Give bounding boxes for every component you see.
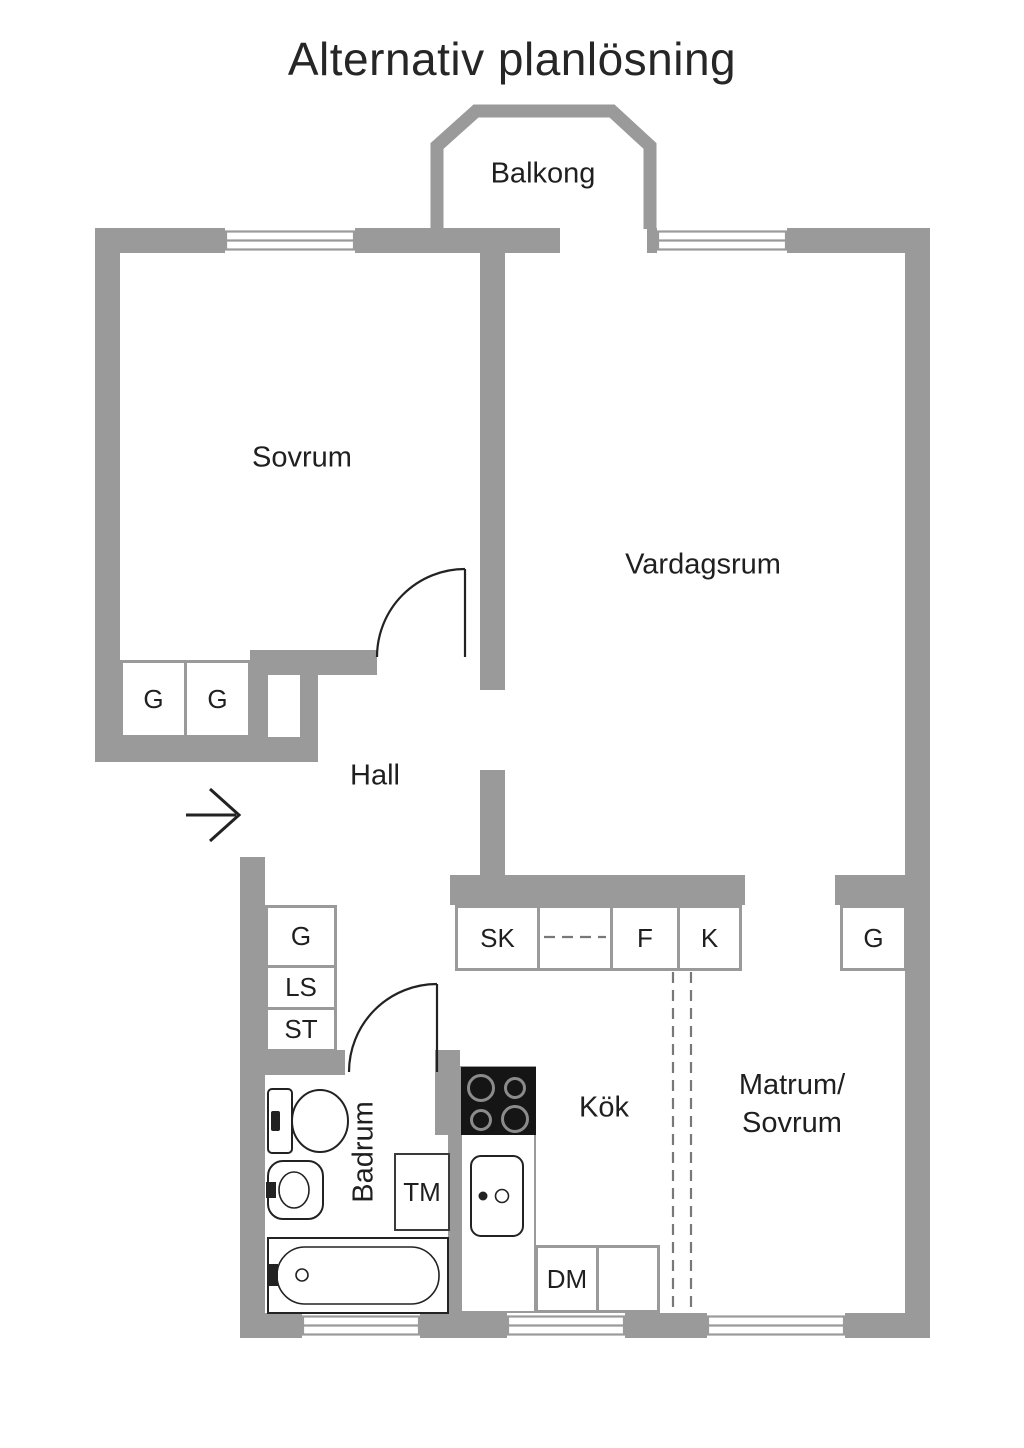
- wall: [448, 1135, 460, 1313]
- room-label-line: Sovrum: [742, 1107, 842, 1139]
- kitchen-cabinet-blank: [537, 905, 613, 971]
- burner-icon: [470, 1109, 492, 1131]
- washing-machine-box: TM: [394, 1153, 450, 1231]
- cabinet-label: SK: [480, 922, 515, 953]
- window: [301, 1315, 421, 1336]
- room-label-matrum-sovrum: Matrum/ Sovrum: [739, 1066, 845, 1142]
- burner-icon: [501, 1105, 529, 1133]
- freezer-box: F: [610, 905, 680, 971]
- window: [706, 1315, 846, 1336]
- room-label-line: Matrum/: [738, 1069, 846, 1101]
- window: [656, 230, 788, 251]
- wardrobe-label: G: [290, 921, 312, 951]
- entry-arrow-icon: [186, 787, 242, 843]
- wall: [625, 1313, 707, 1338]
- linen-closet-box: LS: [265, 965, 337, 1010]
- cabinet-label: K: [700, 922, 719, 953]
- wardrobe-label: G: [863, 922, 884, 953]
- stove: [461, 1067, 536, 1135]
- wall: [250, 650, 377, 675]
- wardrobe-box: G: [120, 660, 187, 738]
- wall: [95, 737, 318, 762]
- kitchen-cabinet-sk: SK: [455, 905, 540, 971]
- window: [224, 230, 356, 251]
- room-label-vardagsrum: Vardagsrum: [625, 548, 781, 581]
- toilet: [267, 1088, 349, 1154]
- room-label-badrum: Badrum: [347, 1101, 380, 1203]
- wall: [240, 1313, 302, 1338]
- wall: [420, 1313, 507, 1338]
- wall: [905, 228, 930, 1338]
- wall: [240, 857, 265, 1338]
- wall: [647, 228, 657, 253]
- closet-label: ST: [284, 1014, 318, 1044]
- page-title: Alternativ planlösning: [287, 33, 737, 85]
- wardrobe-label: G: [143, 683, 164, 714]
- bedroom-door: [375, 567, 467, 658]
- wall: [250, 673, 268, 739]
- room-label-sovrum: Sovrum: [252, 441, 352, 474]
- wall: [95, 228, 120, 760]
- wardrobe-box: G: [184, 660, 251, 738]
- room-label-hall: Hall: [350, 759, 400, 792]
- wall: [480, 253, 505, 690]
- wall: [300, 673, 318, 739]
- bathroom-sink: [266, 1160, 324, 1220]
- wardrobe-box-right: G: [840, 905, 907, 971]
- hall-wardrobe-box: G: [265, 905, 337, 968]
- wall: [240, 1050, 345, 1075]
- bathtub: [267, 1237, 449, 1314]
- room-label-balkong: Balkong: [490, 157, 596, 190]
- dishwasher-label: DM: [546, 1263, 588, 1294]
- wall: [480, 770, 505, 875]
- dishwasher-box: DM: [535, 1245, 599, 1313]
- cabinet-label: F: [637, 922, 653, 953]
- bathroom-door: [347, 982, 439, 1073]
- fridge-box: K: [677, 905, 742, 971]
- wall: [450, 875, 745, 905]
- wall: [835, 875, 930, 905]
- burner-icon: [504, 1077, 526, 1099]
- cleaning-closet-box: ST: [265, 1007, 337, 1052]
- closet-label: LS: [285, 972, 317, 1002]
- kitchen-cabinet-blank: [596, 1245, 660, 1313]
- washer-label: TM: [403, 1176, 441, 1207]
- wardrobe-label: G: [207, 683, 228, 714]
- wall: [355, 228, 560, 253]
- burner-icon: [467, 1074, 495, 1102]
- room-label-kok: Kök: [579, 1091, 629, 1124]
- window: [506, 1315, 626, 1336]
- wall: [435, 1050, 460, 1135]
